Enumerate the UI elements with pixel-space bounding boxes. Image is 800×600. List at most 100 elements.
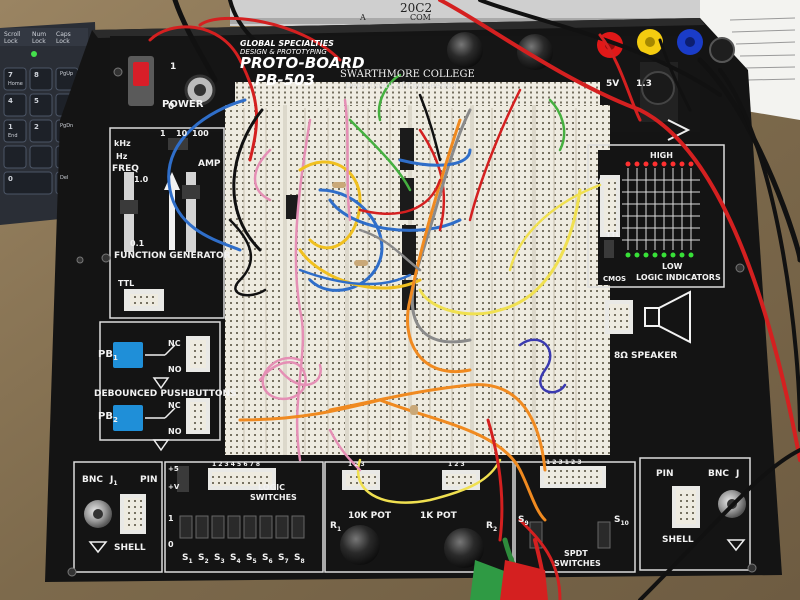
cmos-label: CMOS [603,275,627,283]
key-0[interactable]: 0 [8,175,13,183]
pot-r2-label: R2 [486,521,498,533]
debounced-label: DEBOUNCED PUSHBUTTONS [94,389,237,399]
spdt-pin-numbers: 1 2 3 1 2 3 [546,459,582,466]
switch-s5-subscript: 5 [252,557,257,565]
key-2[interactable]: 2 [34,123,39,131]
pb2-button[interactable] [113,405,143,431]
sticker-line-1: SWARTHMORE COLLEGE [340,69,475,80]
switch-s1-label: S1 [182,553,193,565]
key-caps-1: Caps [56,31,71,38]
speaker-icon [644,290,691,344]
switch-s6-label: S6 [262,553,273,565]
fg-range-100: 100 [192,129,209,138]
key-scroll-2: Lock [4,38,18,45]
meter-a-label: A [360,13,366,22]
logic-switch-1[interactable] [179,515,193,539]
ttl-cmos-switch[interactable] [604,240,614,258]
key-8[interactable]: 8 [34,71,39,79]
key-del: Del [60,175,69,181]
model-number: PB-503 [255,71,315,89]
logic-leds [625,161,694,258]
led-trace-lines [622,168,700,250]
pb1-label: PB1 [98,349,118,362]
switch-s2-subscript: 2 [204,557,209,565]
key-7[interactable]: 7 [8,71,13,79]
num-lock-led-icon [31,51,37,57]
logic-switches-label-2: SWITCHES [250,493,297,502]
key-scroll-1: Scroll [4,31,21,38]
spdt-s9-label: S9 [518,515,529,527]
switch-s4-subscript: 4 [236,557,241,565]
switch-zero-label: 0 [168,540,174,549]
pot-10k-pins: 1 2 3 [348,461,365,468]
logic-switch-7[interactable] [275,515,289,539]
top-power-rail [235,82,600,108]
logic-switch-3[interactable] [211,515,225,539]
fg-hz-label: Hz [116,152,128,161]
key-5[interactable]: 5 [34,97,39,105]
top-volt2-label: 1.3 [636,79,652,89]
logic-switch-8[interactable] [291,515,305,539]
key-pgup: PgUp [60,71,74,77]
breadboard-rail-lines [243,108,577,452]
key-pgdn: PgDn [60,123,74,129]
shell-left-label: SHELL [114,543,146,553]
meter-reading: 20C2 [400,1,433,15]
logic-switches-label-1: LOGIC [258,483,286,492]
screws [67,67,757,577]
amp-slider[interactable] [182,185,200,199]
top-volt-label: 5V [606,79,620,89]
binding-post-black[interactable] [709,37,735,63]
switch-s7-subscript: 7 [284,557,289,565]
plus5-plusv-switch[interactable] [177,466,189,492]
fg-ttl-label: TTL [118,279,135,288]
key-caps-2: Lock [56,38,70,45]
voltage-knob-a[interactable] [447,32,483,68]
pot-1k-pins: 1 2 3 [448,461,465,468]
power-switch[interactable] [133,62,149,86]
pb1-subscript: 1 [112,354,118,362]
key-4[interactable]: 4 [8,97,13,105]
power-on-label: 1 [170,62,177,72]
bnc-right-label: BNC [708,469,729,479]
switch-s6-subscript: 6 [268,557,273,565]
pb1-button[interactable] [113,342,143,368]
pot-1k-label: 1K POT [420,511,457,521]
ground-icons [88,377,746,554]
freq-slider[interactable] [120,200,138,214]
pot-r1-label: R1 [330,521,342,533]
j1-subscript: 1 [113,479,118,487]
spdt-label-2: SWITCHES [554,559,601,568]
spdt-s10[interactable] [597,521,611,549]
logic-switch-5[interactable] [243,515,257,539]
jumper-wires [148,0,800,600]
logic-indicators-label: LOGIC INDICATORS [636,273,721,282]
switch-s2-label: S2 [198,553,209,565]
pot-r1-knob[interactable] [340,525,380,565]
sticker-line-2: Department of Engineering [345,81,457,90]
amp-slider-track [186,172,196,252]
plusv-label: +V [168,483,180,491]
speaker-label: 8Ω SPEAKER [614,351,678,361]
key-1[interactable]: 1 [8,123,13,131]
fg-khz-label: kHz [114,139,131,148]
nc-label-1: NC [168,339,181,348]
ttl-label: TTL [606,231,621,239]
plusv2-label: +V [590,177,602,185]
switch-s3-label: S3 [214,553,225,565]
brand-main: PROTO-BOARD [240,54,365,72]
switch-s7-label: S7 [278,553,289,565]
fg-title: FUNCTION GENERATOR [114,251,231,261]
meter-com-label: COM [410,13,431,22]
j-right-label: J [736,469,740,479]
pot-r2-knob[interactable] [444,528,484,568]
spdt-label-1: SPDT [564,549,588,558]
logic-switch-4[interactable] [227,515,241,539]
logic-switch-6[interactable] [259,515,273,539]
pin-left-label: PIN [140,475,158,485]
logic-switch-2[interactable] [195,515,209,539]
spdt-s9-subscript: 9 [524,519,529,527]
switch-one-label: 1 [168,514,174,523]
